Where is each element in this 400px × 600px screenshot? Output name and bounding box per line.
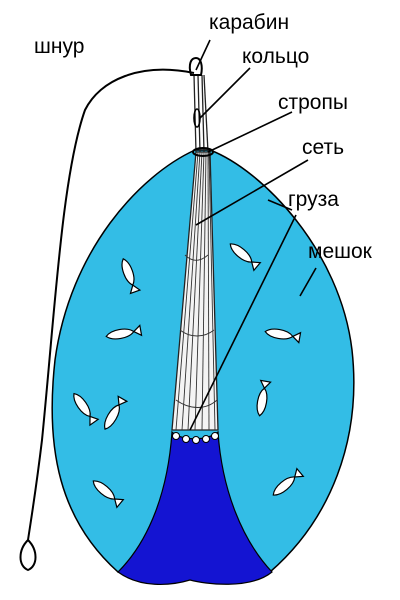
carabiner — [188, 56, 203, 76]
label-cord: шнур — [34, 35, 85, 58]
label-carabiner: карабин — [209, 11, 290, 34]
label-net: сеть — [302, 136, 345, 159]
fish-icon — [264, 328, 302, 344]
weight-bag — [117, 430, 273, 586]
weights — [172, 432, 219, 444]
label-weights: груза — [288, 188, 339, 211]
label-ring: кольцо — [242, 45, 310, 68]
slings — [175, 151, 218, 431]
fish-group — [73, 243, 305, 509]
fish-icon — [256, 379, 272, 417]
fish-icon — [104, 395, 129, 430]
fish-icon — [105, 324, 143, 340]
leader-lines — [189, 39, 317, 431]
label-bag: мешок — [308, 240, 372, 263]
label-slings: стропы — [278, 91, 348, 114]
fish-icon — [229, 243, 262, 272]
ring — [192, 147, 214, 157]
fish-icon — [121, 258, 142, 295]
cord — [19, 68, 195, 572]
fish-icon — [73, 392, 100, 427]
upper-rope — [193, 74, 209, 153]
fish-icon — [92, 480, 125, 509]
fish-icon — [272, 467, 305, 496]
